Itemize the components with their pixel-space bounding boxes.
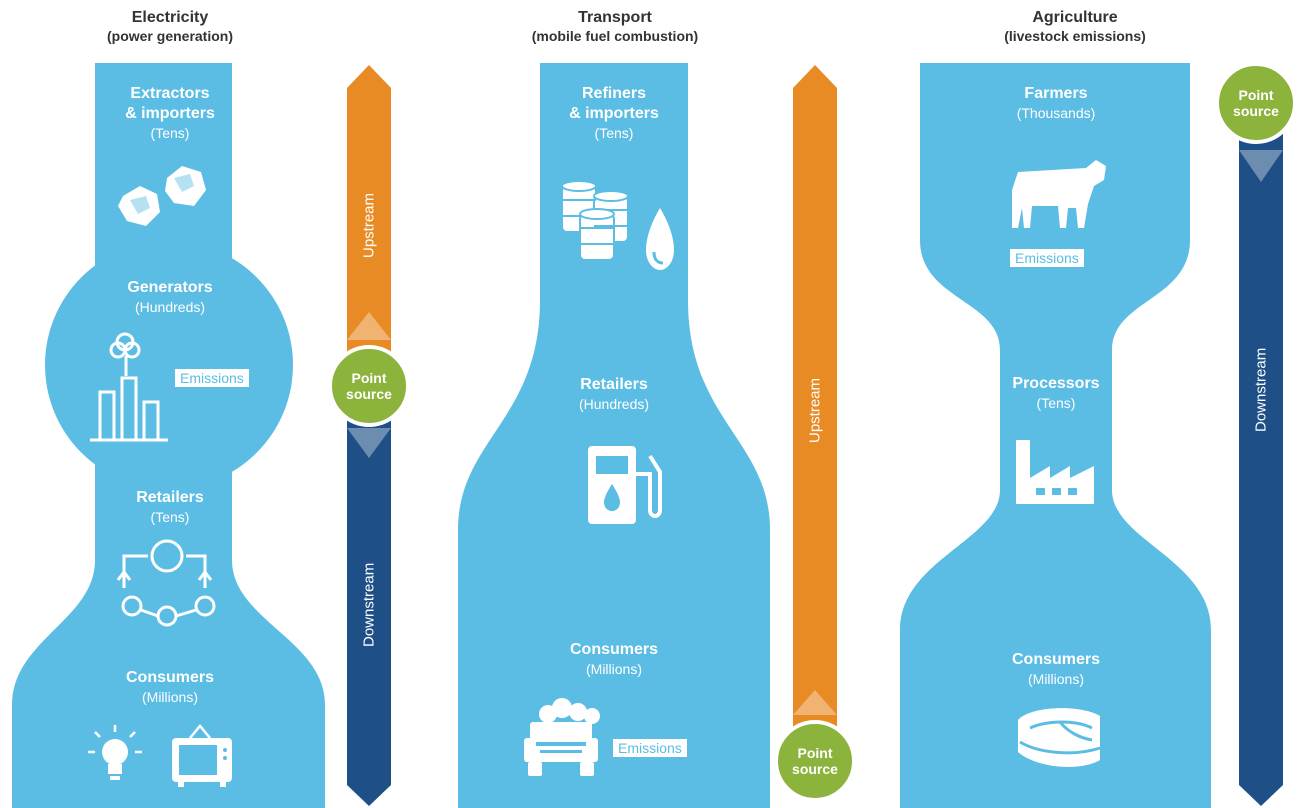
stage-count: (Millions) <box>586 661 642 677</box>
point-source-line1: Point <box>797 745 833 761</box>
transport-heading: Transport (mobile fuel combustion) <box>485 8 745 45</box>
tv-icon <box>172 724 232 787</box>
stage-retailers: Retailers (Tens) <box>95 488 245 526</box>
electricity-title: Electricity <box>131 9 209 26</box>
electricity-subtitle: (power generation) <box>106 28 233 44</box>
stage-name: Retailers <box>136 489 204 506</box>
stage-farmers: Farmers (Thousands) <box>981 84 1131 122</box>
emissions-label: Emissions <box>175 369 249 387</box>
car-icon <box>524 698 600 776</box>
point-source-line2: source <box>792 761 838 777</box>
stage-consumers: Consumers (Millions) <box>539 640 689 678</box>
stage-retailers: Retailers (Hundreds) <box>539 375 689 413</box>
stage-refiners: Refiners & importers (Tens) <box>539 84 689 142</box>
stage-count: (Millions) <box>142 689 198 705</box>
stage-name: Consumers <box>569 641 659 658</box>
stage-name: Processors <box>1012 375 1100 392</box>
stage-name: Refiners <box>581 85 647 102</box>
lightbulb-icon <box>88 725 142 780</box>
stage-name: Consumers <box>1011 651 1101 668</box>
upstream-label: Upstream <box>360 192 378 258</box>
stage-name: & importers <box>569 105 659 122</box>
electricity-heading: Electricity (power generation) <box>60 8 280 45</box>
agriculture-heading: Agriculture (livestock emissions) <box>960 8 1190 45</box>
stage-name: Farmers <box>1024 85 1088 102</box>
fuel-drop-icon <box>646 208 674 270</box>
network-icon <box>116 539 216 627</box>
stage-count: (Thousands) <box>1016 105 1096 121</box>
stage-count: (Hundreds) <box>578 396 650 412</box>
downstream-label: Downstream <box>360 562 378 648</box>
stage-name: Extractors <box>130 85 210 102</box>
stage-consumers: Consumers (Millions) <box>95 668 245 706</box>
fuel-pump-icon <box>588 446 662 524</box>
stage-consumers: Consumers (Millions) <box>981 650 1131 688</box>
electricity-arrow <box>347 65 391 806</box>
emissions-label: Emissions <box>613 739 687 757</box>
stage-count: (Millions) <box>1028 671 1084 687</box>
electricity-flow-shape <box>12 63 325 808</box>
stage-count: (Tens) <box>594 125 634 141</box>
point-source-line2: source <box>1233 103 1279 119</box>
stage-processors: Processors (Tens) <box>981 374 1131 412</box>
agriculture-title: Agriculture <box>1032 9 1118 26</box>
power-plant-icon <box>90 332 168 442</box>
stage-extractors: Extractors & importers (Tens) <box>95 84 245 142</box>
agriculture-flow-shape <box>900 63 1211 808</box>
transport-flow-shape <box>458 63 770 808</box>
stage-count: (Tens) <box>1036 395 1076 411</box>
agriculture-arrow <box>1239 120 1283 806</box>
transport-title: Transport <box>578 9 652 26</box>
emissions-label: Emissions <box>1010 249 1084 267</box>
stage-name: Generators <box>127 279 213 296</box>
stage-generators: Generators (Hundreds) <box>95 278 245 316</box>
point-source-line1: Point <box>351 370 387 386</box>
oil-barrels-icon <box>561 180 629 261</box>
stage-name: & importers <box>125 105 215 122</box>
point-source-line1: Point <box>1238 87 1274 103</box>
transport-arrow <box>793 65 837 760</box>
point-source-line2: source <box>346 386 392 402</box>
stage-count: (Tens) <box>150 125 190 141</box>
upstream-label: Upstream <box>806 377 824 443</box>
stage-name: Consumers <box>125 669 215 686</box>
stage-name: Retailers <box>580 376 648 393</box>
agriculture-subtitle: (livestock emissions) <box>1004 28 1146 44</box>
coal-icon <box>118 166 206 226</box>
cow-icon <box>1012 160 1106 228</box>
stage-count: (Hundreds) <box>134 299 206 315</box>
meat-icon <box>1018 708 1101 767</box>
stage-count: (Tens) <box>150 509 190 525</box>
transport-subtitle: (mobile fuel combustion) <box>531 28 699 44</box>
factory-icon <box>1016 440 1094 504</box>
downstream-label: Downstream <box>1252 347 1270 433</box>
